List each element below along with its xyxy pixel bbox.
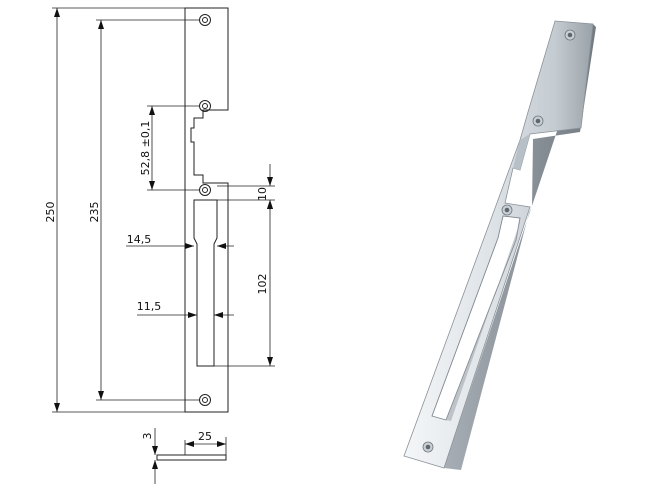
dimension-label-235: 235	[88, 202, 101, 223]
plate-edge	[444, 24, 596, 470]
keeper-slot	[193, 199, 218, 367]
dimension-label-25: 25	[198, 430, 212, 443]
dimension-label-3: 3	[141, 433, 154, 440]
dimension-label-10: 10	[256, 187, 269, 201]
dimension-label-52-8: 52,8 ±0,1	[139, 121, 152, 176]
dimension-label-250: 250	[44, 202, 57, 223]
dimension-label-14-5: 14,5	[127, 233, 152, 246]
dimension-slot-length: 102	[256, 200, 273, 366]
dimension-total-length: 250	[44, 8, 60, 412]
side-profile	[156, 437, 227, 461]
dimension-slot-width-wide: 14,5	[126, 233, 234, 249]
dimension-plate-width: 25	[185, 430, 226, 447]
dimension-upper-offset: 52,8 ±0,1	[139, 106, 155, 190]
photo-hole-upper	[532, 115, 544, 127]
dimension-thickness: 3	[141, 428, 158, 484]
photo-hole-top	[564, 29, 576, 41]
screw-hole-bottom	[199, 394, 211, 406]
dimension-hole-spacing: 235	[88, 20, 104, 400]
strike-plate-photo	[403, 20, 596, 470]
technical-drawing: 250 235 52,8 ±0,1 10	[44, 7, 275, 484]
photo-hole-middle	[501, 204, 513, 216]
plate-outline	[184, 7, 229, 413]
screw-hole-middle	[199, 184, 211, 196]
screw-hole-upper	[199, 100, 211, 112]
dimension-label-11-5: 11,5	[137, 300, 162, 313]
dimension-slot-width-narrow: 11,5	[137, 300, 234, 318]
screw-hole-top	[199, 14, 211, 26]
dimension-label-102: 102	[256, 274, 269, 295]
photo-hole-bottom	[422, 441, 434, 453]
